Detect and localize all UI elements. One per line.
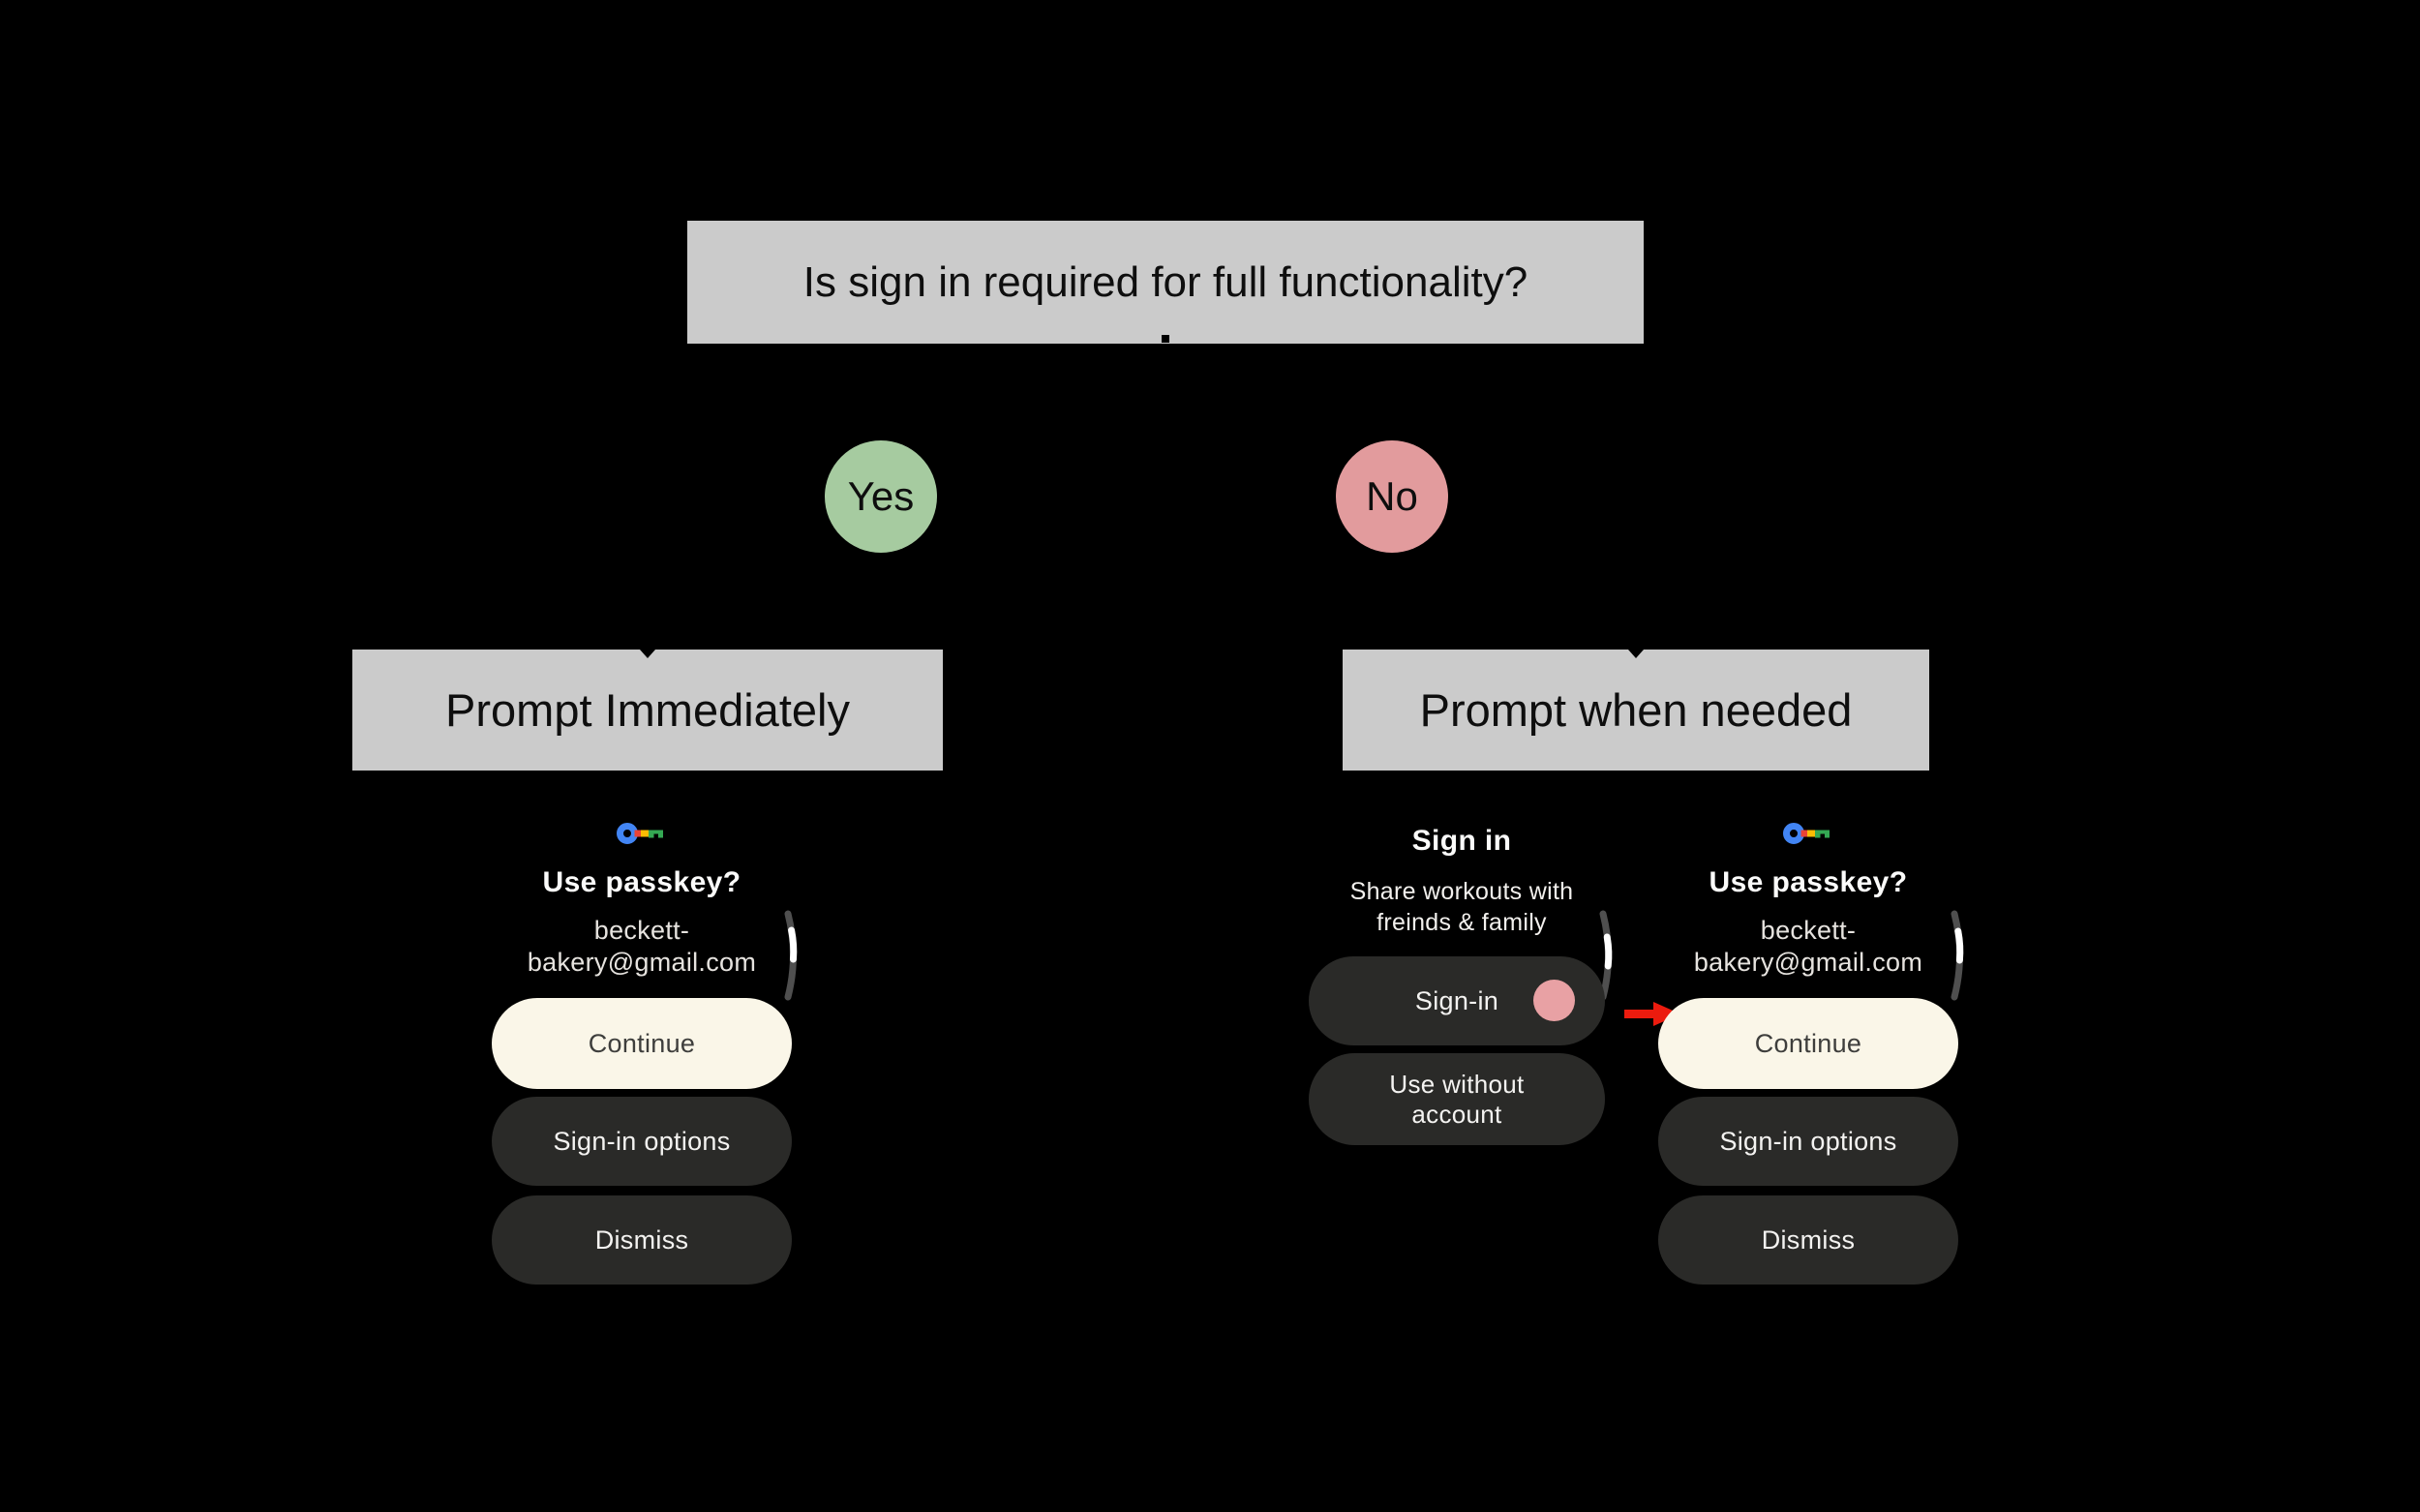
dismiss-button[interactable]: Dismiss <box>1658 1195 1958 1285</box>
email-line-2: bakery@gmail.com <box>1693 948 1923 977</box>
watch-screen-signin-prompt: Sign in Share workouts with freinds & fa… <box>1297 818 1626 1152</box>
passkey-title: Use passkey? <box>1709 866 1908 898</box>
flowchart-question-text: Is sign in required for full functionali… <box>802 257 1528 306</box>
signin-subtitle: Share workouts with freinds & family <box>1307 876 1617 938</box>
sign-in-options-button[interactable]: Sign-in options <box>492 1097 792 1186</box>
red-pointer-arrow <box>1624 1002 1680 1026</box>
continue-button[interactable]: Continue <box>492 998 792 1089</box>
account-email: beckett- bakery@gmail.com <box>477 915 806 979</box>
decision-no-circle: No <box>1336 440 1448 553</box>
branch-no-text: Prompt when needed <box>1419 684 1853 736</box>
dismiss-label: Dismiss <box>594 1225 689 1255</box>
email-line-2: bakery@gmail.com <box>527 948 757 977</box>
sign-in-options-button[interactable]: Sign-in options <box>1658 1097 1958 1186</box>
continue-label: Continue <box>588 1029 696 1058</box>
connector-arrow-tip <box>1628 650 1644 658</box>
decision-yes-circle: Yes <box>825 440 937 553</box>
no-label: No <box>1366 473 1418 519</box>
sign-in-button[interactable]: Sign-in <box>1309 956 1605 1045</box>
use-without-line-2: account <box>1411 1099 1502 1129</box>
signin-title: Sign in <box>1411 825 1512 857</box>
email-line-1: beckett- <box>1760 916 1857 945</box>
passkey-key-icon <box>1783 823 1830 844</box>
sign-in-options-label: Sign-in options <box>1719 1127 1897 1156</box>
sign-in-options-label: Sign-in options <box>553 1127 731 1156</box>
use-without-account-button[interactable]: Use without account <box>1309 1053 1605 1145</box>
dismiss-label: Dismiss <box>1761 1225 1856 1255</box>
passkey-key-icon <box>617 823 663 844</box>
subtitle-line-2: freinds & family <box>1376 909 1547 936</box>
connector-mark <box>1162 335 1169 343</box>
watch-screen-passkey-right: Use passkey? beckett- bakery@gmail.com C… <box>1641 818 1976 1292</box>
scrollbar[interactable] <box>1597 910 1618 1001</box>
watch-screen-passkey-left: Use passkey? beckett- bakery@gmail.com C… <box>474 818 809 1292</box>
passkey-title: Use passkey? <box>542 866 741 898</box>
continue-label: Continue <box>1754 1029 1862 1058</box>
tap-indicator-dot <box>1533 980 1575 1021</box>
continue-button[interactable]: Continue <box>1658 998 1958 1089</box>
scrollbar[interactable] <box>782 910 803 1001</box>
branch-box-prompt-when-needed: Prompt when needed <box>1343 650 1929 771</box>
account-email: beckett- bakery@gmail.com <box>1644 915 1973 979</box>
connector-arrow-tip <box>640 650 655 658</box>
email-line-1: beckett- <box>593 916 690 945</box>
dismiss-button[interactable]: Dismiss <box>492 1195 792 1285</box>
sign-in-label: Sign-in <box>1414 986 1499 1015</box>
use-without-line-1: Use without <box>1389 1069 1525 1099</box>
scrollbar[interactable] <box>1949 910 1970 1001</box>
branch-yes-text: Prompt Immediately <box>445 684 850 736</box>
yes-label: Yes <box>847 473 915 519</box>
flowchart-question-box: Is sign in required for full functionali… <box>687 221 1644 344</box>
branch-box-prompt-immediately: Prompt Immediately <box>352 650 943 771</box>
subtitle-line-1: Share workouts with <box>1349 878 1574 905</box>
